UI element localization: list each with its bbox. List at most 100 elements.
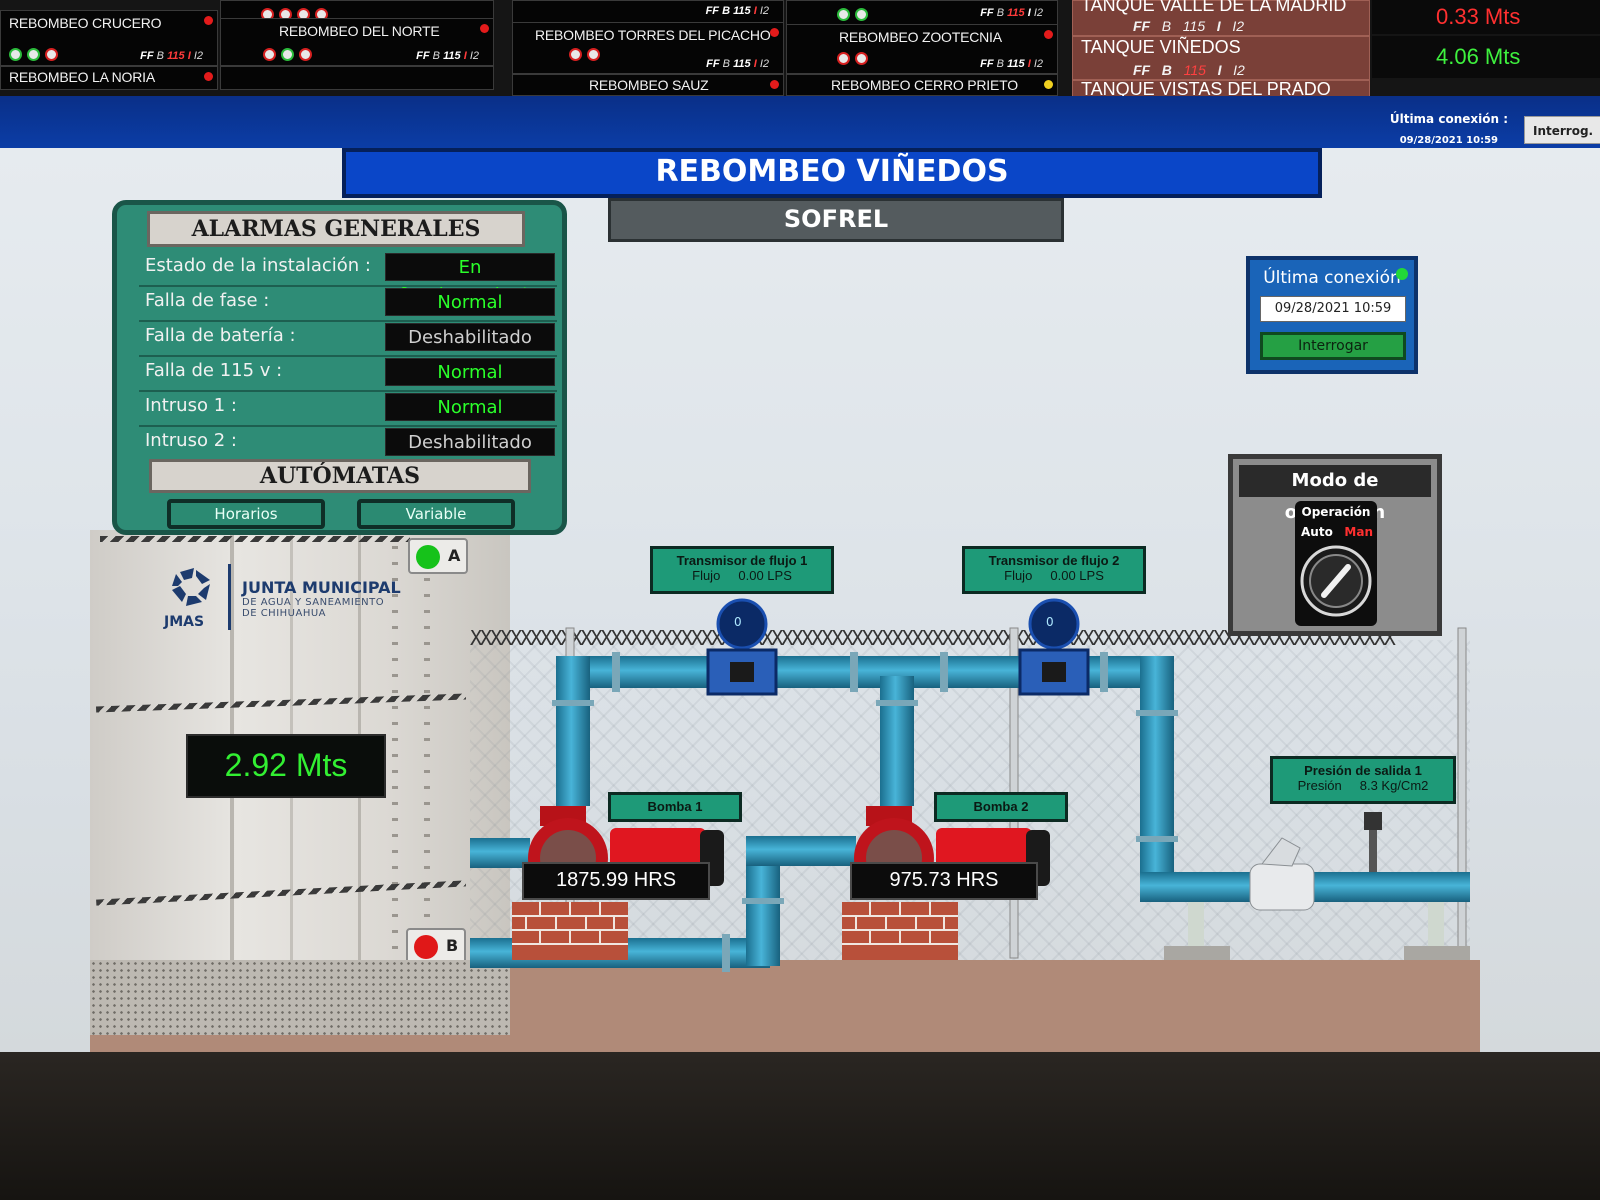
pump-off-icon [569, 48, 582, 61]
level-indicator-a: A [408, 538, 468, 574]
station-codes: FF B 115 I I2 [980, 7, 1043, 19]
flow-transmitter-1-label[interactable]: Transmisor de flujo 1 Flujo 0.00 LPS [650, 546, 834, 594]
header-last-connection-date: 09/28/2021 10:59 [1399, 135, 1498, 146]
pump-on-icon [837, 8, 850, 21]
tank-ladder [424, 530, 430, 1030]
flow-meter-1-reading: 0 [734, 615, 742, 629]
alarm-label-intruder-2: Intruso 2 : [145, 430, 237, 451]
logo-abbreviation: JMAS [164, 614, 205, 630]
pump-1-hours: 1875.99 HRS [522, 862, 710, 900]
station-card-sauz[interactable]: REBOMBEO SAUZ [512, 74, 784, 96]
station-name: REBOMBEO CRUCERO [9, 15, 162, 31]
row-divider [139, 390, 557, 392]
operation-label: Operación [1301, 505, 1371, 519]
station-codes: FF B 115 I I2 [416, 50, 479, 62]
interrogar-button[interactable]: Interrogar [1260, 332, 1406, 360]
flow-transmitter-2-label[interactable]: Transmisor de flujo 2 Flujo 0.00 LPS [962, 546, 1146, 594]
last-connection-panel: Última conexión 09/28/2021 10:59 Interro… [1246, 256, 1418, 374]
logo-line-3: DE CHIHUAHUA [242, 608, 327, 619]
page-subtitle: SOFREL [608, 198, 1064, 242]
tank-name: TANQUE VALLE DE LA MADRID [1081, 0, 1347, 15]
pump-status-icons [9, 48, 58, 61]
tank-name: TANQUE VIÑEDOS [1081, 37, 1241, 57]
pump-status-icons [837, 8, 868, 21]
station-card-cerro-prieto[interactable]: REBOMBEO CERRO PRIETO [786, 74, 1058, 96]
pump-2-label[interactable]: Bomba 2 [934, 792, 1068, 822]
alarm-value-intruder-1: Normal [385, 393, 555, 421]
pressure-title: Presión de salida 1 [1304, 763, 1422, 778]
alarm-label-phase: Falla de fase : [145, 290, 270, 311]
tank-codes: FF B 115 I I2 [1133, 18, 1245, 34]
alarm-value-phase: Normal [385, 288, 555, 316]
station-name: REBOMBEO ZOOTECNIA [839, 29, 1002, 45]
alarm-label-installation: Estado de la instalación : [145, 255, 371, 276]
mode-selector[interactable]: Operación Auto Man [1295, 501, 1377, 626]
operation-mode-title: Modo de operación [1239, 465, 1431, 523]
alarm-label-115v: Falla de 115 v : [145, 360, 283, 381]
station-name: REBOMBEO SAUZ [589, 77, 709, 93]
pump-1-label[interactable]: Bomba 1 [608, 792, 742, 822]
station-codes: FF B 115 I I2 [706, 58, 769, 70]
horarios-button[interactable]: Horarios [167, 499, 325, 529]
row-divider [139, 425, 557, 427]
logo-name: JUNTA MUNICIPAL [242, 578, 401, 597]
station-name: REBOMBEO DEL NORTE [279, 23, 440, 39]
flow-meter-2-reading: 0 [1046, 615, 1054, 629]
barbed-wire: XXXXXXXXXXXXXXXXXXXXXXXXXXXXXXXXXXXXXXXX… [470, 628, 1396, 648]
page-title: REBOMBEO VIÑEDOS [342, 148, 1322, 198]
operation-mode-panel: Modo de operación Operación Auto Man [1228, 454, 1442, 636]
station-card-crucero[interactable]: REBOMBEO CRUCERO FF B 115 I I2 [0, 10, 218, 66]
station-card-zootecnia[interactable]: REBOMBEO ZOOTECNIA FF B 115 I I2 [786, 24, 1058, 74]
gravel-base [90, 960, 510, 1035]
alarm-value-installation: En funcionamiento [385, 253, 555, 305]
selector-knob-icon [1300, 545, 1372, 617]
pump-status-icons [837, 52, 868, 65]
alarm-led [204, 72, 213, 81]
red-led-icon [414, 935, 438, 959]
tank-card-vinedos[interactable]: TANQUE VIÑEDOS FF B 115 I I2 [1072, 36, 1370, 80]
station-card-torres-del-picacho[interactable]: REBOMBEO TORRES DEL PICACHO FF B 115 I I… [512, 22, 784, 74]
logo-divider [228, 564, 231, 630]
brick-base-icon [512, 902, 958, 960]
last-connection-title: Última conexión [1263, 268, 1401, 288]
station-card-la-noria[interactable]: REBOMBEO LA NORIA [0, 66, 218, 90]
tank-ladder [392, 530, 398, 1030]
station-card-top-partial-3[interactable]: FF B 115 I I2 [786, 0, 1058, 26]
level-indicator-letter: A [448, 546, 461, 565]
alarms-title: ALARMAS GENERALES [147, 211, 525, 247]
pump-off-icon [45, 48, 58, 61]
flow-transmitter-1-title: Transmisor de flujo 1 [676, 553, 808, 568]
pump-2-hours: 975.73 HRS [850, 862, 1038, 900]
tank-level-vinedos: 4.06 Mts [1372, 36, 1600, 78]
tank-codes: FF B 115 I I2 [1133, 62, 1245, 78]
tank-card-vistas-del-prado[interactable]: TANQUE VISTAS DEL PRADO [1072, 79, 1370, 99]
station-card-del-norte[interactable]: REBOMBEO DEL NORTE FF B 115 I I2 [220, 18, 494, 66]
tank-card-valle-de-la-madrid[interactable]: TANQUE VALLE DE LA MADRID FF B 115 I I2 [1072, 0, 1370, 36]
pump-off-icon [299, 48, 312, 61]
pump-off-icon [855, 52, 868, 65]
alarms-panel: ALARMAS GENERALES Estado de la instalaci… [112, 200, 567, 535]
variable-button[interactable]: Variable [357, 499, 515, 529]
tank-level-display: 2.92 Mts [186, 734, 386, 798]
header-bar [0, 96, 1600, 148]
alarm-label-intruder-1: Intruso 1 : [145, 395, 237, 416]
alarm-value-battery: Deshabilitado [385, 323, 555, 351]
station-codes: FF B 115 I I2 [705, 5, 769, 17]
alarm-led [1044, 30, 1053, 39]
jmas-logo-icon [166, 566, 224, 612]
pressure-output-label[interactable]: Presión de salida 1 Presión 8.3 Kg/Cm2 [1270, 756, 1456, 804]
station-codes: FF B 115 I I2 [980, 58, 1043, 70]
station-card-blank[interactable] [220, 66, 494, 90]
row-divider [139, 285, 557, 287]
pump-on-icon [855, 8, 868, 21]
header-interrogate-button[interactable]: Interrog. [1524, 116, 1600, 144]
auto-label: Auto [1301, 525, 1333, 539]
pressure-transmitter-icon [1364, 812, 1382, 872]
alarm-value-intruder-2: Deshabilitado [385, 428, 555, 456]
header-last-connection-label: Última conexión : [1389, 112, 1508, 126]
pump-on-icon [27, 48, 40, 61]
alarm-led [1044, 80, 1053, 89]
row-divider [139, 320, 557, 322]
station-name: REBOMBEO CERRO PRIETO [831, 77, 1018, 93]
pump-off-icon [837, 52, 850, 65]
